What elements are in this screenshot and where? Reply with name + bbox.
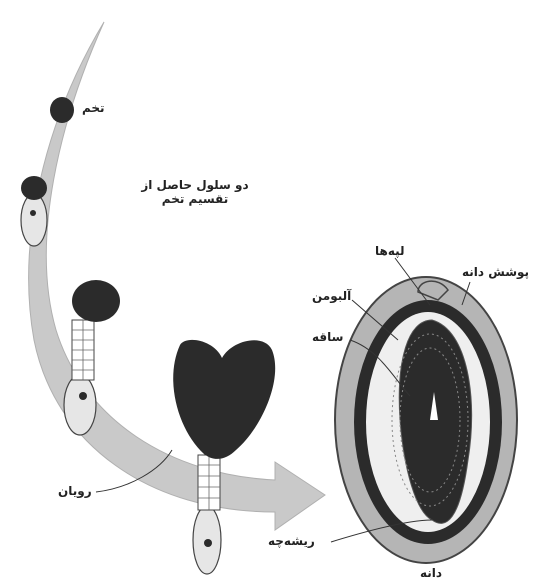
label-seed: دانه xyxy=(420,566,442,580)
label-radicle: ریشه‌چه xyxy=(268,534,315,548)
label-stem: ساقه xyxy=(312,330,343,344)
label-two-cells-line2: تقسیم تخم xyxy=(140,192,250,206)
label-zygote: تخم xyxy=(82,101,105,115)
development-arrow xyxy=(29,22,325,530)
two-cell-stage xyxy=(21,176,47,246)
label-embryo: رویان xyxy=(58,484,92,498)
label-endosperm: آلبومن xyxy=(312,289,351,303)
globular-embryo-stage xyxy=(64,280,120,435)
label-seed-coat: پوشش دانه xyxy=(462,265,529,279)
zygote-cell xyxy=(50,97,74,123)
label-two-cells: دو سلول حاصل از تقسیم تخم xyxy=(140,178,250,207)
heart-embryo-stage xyxy=(173,340,275,574)
label-cotyledons: لپه‌ها xyxy=(375,244,405,258)
label-two-cells-line1: دو سلول حاصل از xyxy=(140,178,250,192)
